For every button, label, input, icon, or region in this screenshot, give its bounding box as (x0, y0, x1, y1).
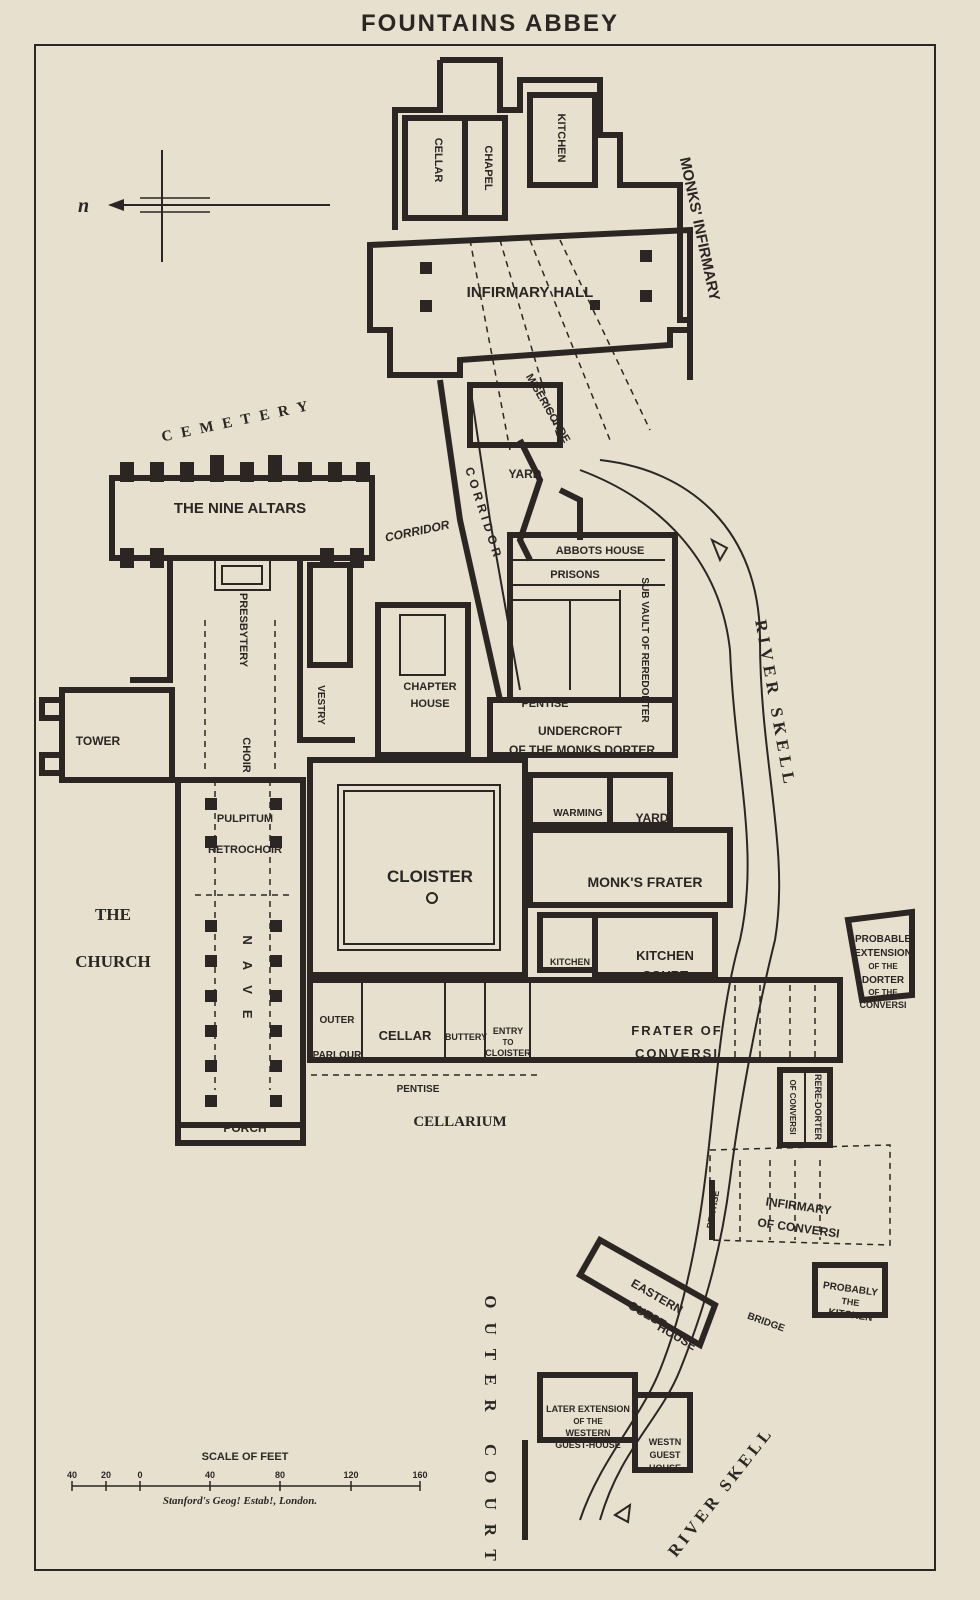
scale-tick-3: 40 (205, 1470, 215, 1480)
label-bridge: BRIDGE (746, 1311, 787, 1335)
label-outer-court: OUTER COURT (481, 1295, 500, 1575)
label-tower: TOWER (76, 734, 121, 748)
label-rere-dorter: RERE-DORTER (813, 1074, 823, 1141)
label-frater-conversi-2: CONVERSI (635, 1046, 719, 1061)
label-probably-kitchen-3: KITCHEN (828, 1307, 874, 1324)
claustral-ranges (300, 532, 915, 1540)
scale-credit: Stanford's Geog! Estab!, London. (163, 1495, 317, 1507)
label-undercroft-1: UNDERCROFT (538, 724, 623, 738)
label-retrochoir: RETROCHOIR (208, 844, 282, 856)
label-cellar-mid: CELLAR (379, 1028, 432, 1043)
label-nine-altars: THE NINE ALTARS (174, 500, 306, 517)
label-undercroft-2: OF THE MONKS DORTER (509, 743, 655, 757)
north-arrow-icon (108, 150, 330, 262)
label-entry-3: CLOISTER (485, 1048, 531, 1058)
label-cellar-top: CELLAR (432, 138, 444, 183)
north-marker: n (78, 195, 89, 217)
label-pentise-side: PENTISE (705, 1190, 722, 1230)
label-probable-ext-5: OF THE (868, 988, 898, 997)
label-kitchen: KITCHEN (555, 114, 567, 163)
label-parlour: PARLOUR (313, 1050, 362, 1061)
label-entry-1: ENTRY (493, 1026, 523, 1036)
label-probable-ext-4: DORTER (862, 975, 905, 986)
label-corridor-1: CORRIDOR (384, 517, 451, 544)
label-cellarium: CELLARIUM (413, 1114, 506, 1130)
label-choir: CHOIR (240, 737, 252, 773)
label-prisons: PRISONS (550, 569, 600, 581)
label-later-ext-2: OF THE (573, 1417, 603, 1426)
cloister-well-icon (426, 892, 438, 904)
label-west-guest-1: WESTN (649, 1437, 682, 1447)
label-yard-top: YARD (509, 467, 542, 481)
label-the-church-2: CHURCH (75, 952, 151, 971)
label-buttery: BUTTERY (445, 1032, 487, 1042)
label-chapel: CHAPEL (482, 145, 494, 191)
label-eastern-guest-3: HOUSE (655, 1320, 699, 1353)
scale-bar: SCALE OF FEET 40 20 0 40 80 120 160 Stan… (67, 1451, 428, 1507)
map-title: FOUNTAINS ABBEY (361, 10, 619, 37)
label-cemetery: CEMETERY (160, 397, 318, 446)
label-probable-ext-1: PROBABLE (855, 934, 911, 945)
label-abbots-house: ABBOTS HOUSE (556, 545, 645, 557)
label-later-ext-4: GUEST-HOUSE (555, 1440, 621, 1450)
label-pentise-top: PENTISE (521, 698, 568, 710)
label-monks-frater: MONK'S FRATER (587, 874, 702, 890)
label-frater-conversi-1: FRATER OF (631, 1023, 722, 1038)
infirmary-complex (367, 57, 693, 701)
label-infirmary-conversi-1: INFIRMARY (765, 1194, 833, 1217)
label-porch: PORCH (223, 1121, 266, 1135)
scale-tick-6: 160 (412, 1470, 427, 1480)
label-pulpitum: PULPITUM (217, 813, 273, 825)
river-skell (579, 459, 781, 1524)
label-kitchen-court-2: COURT (642, 968, 688, 983)
label-warming-house-1: WARMING (553, 808, 603, 819)
label-presbytery: PRESBYTERY (237, 593, 249, 668)
label-sub-vault: SUB VAULT OF REREDORTER (639, 577, 650, 723)
scale-tick-2: 0 (137, 1470, 142, 1480)
scale-tick-0: 40 (67, 1470, 77, 1480)
label-infirmary-conversi-2: OF CONVERSI (757, 1215, 841, 1240)
scale-tick-5: 120 (343, 1470, 358, 1480)
label-probable-ext-2: EXTENSION (854, 948, 912, 959)
label-pentise-bottom: PENTISE (397, 1084, 440, 1095)
label-warming-house-2: HOUSE (560, 824, 596, 835)
label-kitchen-small: KITCHEN (550, 957, 590, 967)
label-chapter-house-2: HOUSE (410, 698, 449, 710)
scale-tick-1: 20 (101, 1470, 111, 1480)
label-chapter-house-1: CHAPTER (403, 681, 456, 693)
label-vestry: VESTRY (315, 685, 326, 725)
church (39, 455, 375, 1146)
label-yard-mid: YARD (636, 811, 669, 825)
scale-title: SCALE OF FEET (202, 1451, 289, 1463)
label-probable-ext-3: OF THE (868, 962, 898, 971)
label-entry-2: TO (503, 1038, 514, 1047)
label-kitchen-court-1: KITCHEN (636, 948, 694, 963)
map-border (34, 44, 936, 1571)
label-river-skell-top: RIVER SKELL (751, 618, 799, 789)
label-infirmary-hall: INFIRMARY HALL (467, 284, 594, 301)
label-west-guest-2: GUEST (649, 1450, 681, 1460)
label-probably-kitchen-2: THE (841, 1296, 860, 1308)
scale-tick-4: 80 (275, 1470, 285, 1480)
label-cloister: CLOISTER (387, 867, 473, 886)
label-nave: NAVE (240, 935, 255, 1034)
label-later-ext-3: WESTERN (566, 1428, 611, 1438)
label-the-church-1: THE (95, 905, 131, 924)
label-outer: OUTER (320, 1015, 356, 1026)
label-of-conversi: OF CONVERSI (788, 1079, 797, 1134)
label-probable-ext-6: CONVERSI (859, 1000, 906, 1010)
label-later-ext-1: LATER EXTENSION (546, 1404, 630, 1414)
label-west-guest-3: HOUSE (649, 1463, 681, 1473)
